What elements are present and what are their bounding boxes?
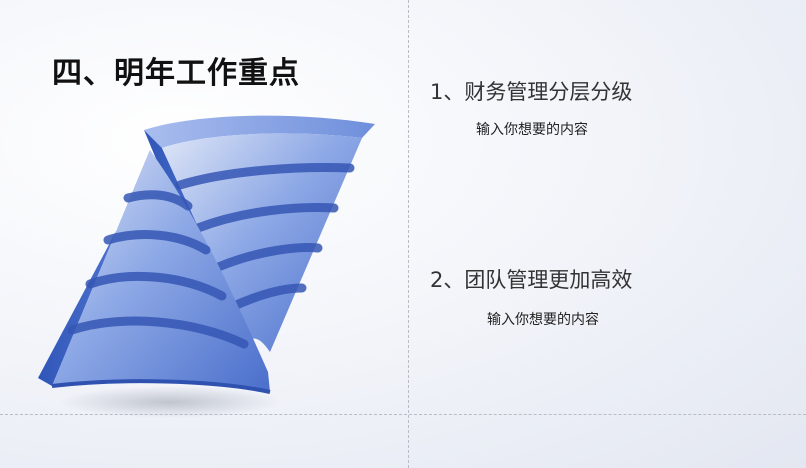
layered-blocks-graphic [38,115,375,418]
item-1-heading: 1、财务管理分层分级 [430,80,633,104]
item-2-heading: 2、团队管理更加高效 [430,268,633,292]
floor-shadow [60,386,280,418]
vertical-guide-line [408,0,409,468]
front-stack [38,150,271,394]
page-title: 四、明年工作重点 [52,56,300,91]
item-1-description: 输入你想要的内容 [476,122,588,138]
horizontal-guide-line [0,414,806,415]
item-2-description: 输入你想要的内容 [487,312,599,328]
